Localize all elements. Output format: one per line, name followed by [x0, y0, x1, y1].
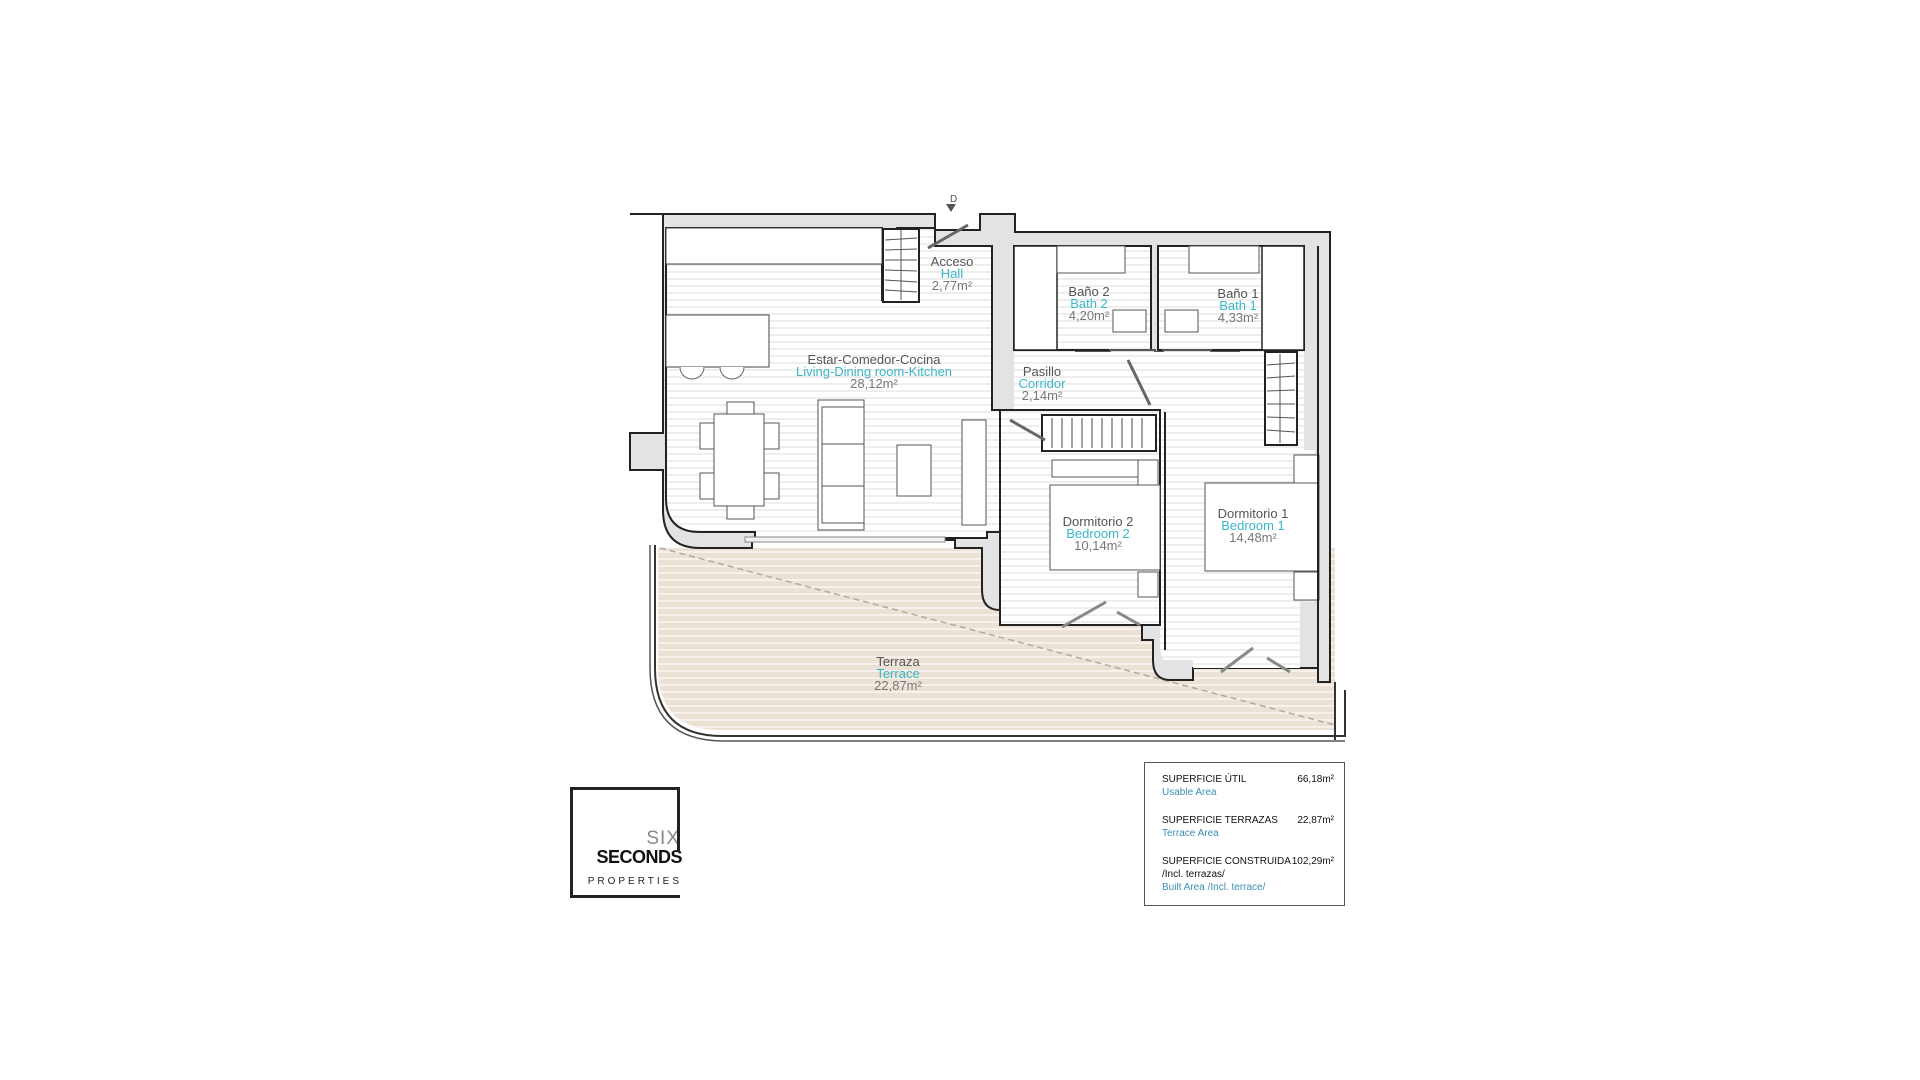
area-summary-box: SUPERFICIE ÚTIL 66,18m² Usable Area SUPE… — [1144, 762, 1345, 906]
company-logo: SIX SECONDS PROPERTIES — [570, 787, 682, 898]
summary-usable: SUPERFICIE ÚTIL 66,18m² Usable Area — [1162, 774, 1334, 798]
sofa — [817, 399, 865, 531]
room-label-hall: Acceso Hall 2,77m² — [930, 254, 974, 293]
corridor-floor — [992, 352, 1315, 668]
room-label-bedroom2: Dormitorio 2 Bedroom 2 10,14m² — [1062, 514, 1134, 553]
summary-built: SUPERFICIE CONSTRUIDA 102,29m² /Incl. te… — [1162, 856, 1334, 893]
terrace-rail — [654, 545, 1346, 737]
room-label-bath2: Baño 2 Bath 2 4,20m² — [1068, 284, 1110, 323]
dining-table — [699, 401, 780, 520]
room-label-terrace: Terraza Terrace 22,87m² — [874, 654, 922, 693]
entrance-marker: D — [950, 194, 958, 205]
entrance-arrow-icon — [946, 204, 956, 212]
room-label-bath1: Baño 1 Bath 1 4,33m² — [1217, 286, 1259, 325]
logo-six: SIX — [646, 828, 680, 849]
logo-properties: PROPERTIES — [587, 876, 682, 887]
summary-terrace: SUPERFICIE TERRAZAS 22,87m² Terrace Area — [1162, 815, 1334, 839]
room-label-living: Estar-Comedor-Cocina Living-Dining room-… — [795, 352, 953, 391]
room-label-corridor: Pasillo Corridor 2,14m² — [1018, 364, 1066, 403]
room-label-bedroom1: Dormitorio 1 Bedroom 1 14,48m² — [1217, 506, 1289, 545]
logo-seconds: SECONDS — [596, 847, 682, 867]
